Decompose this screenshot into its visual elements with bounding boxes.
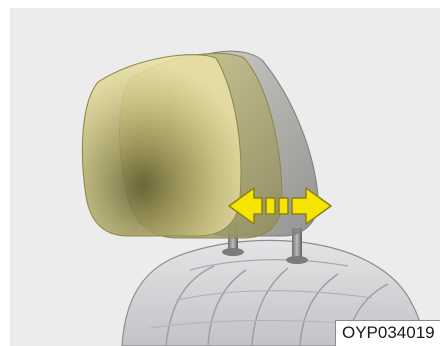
headrest-front-position — [82, 55, 241, 236]
figure-code-label: OYP034019 — [335, 320, 440, 346]
